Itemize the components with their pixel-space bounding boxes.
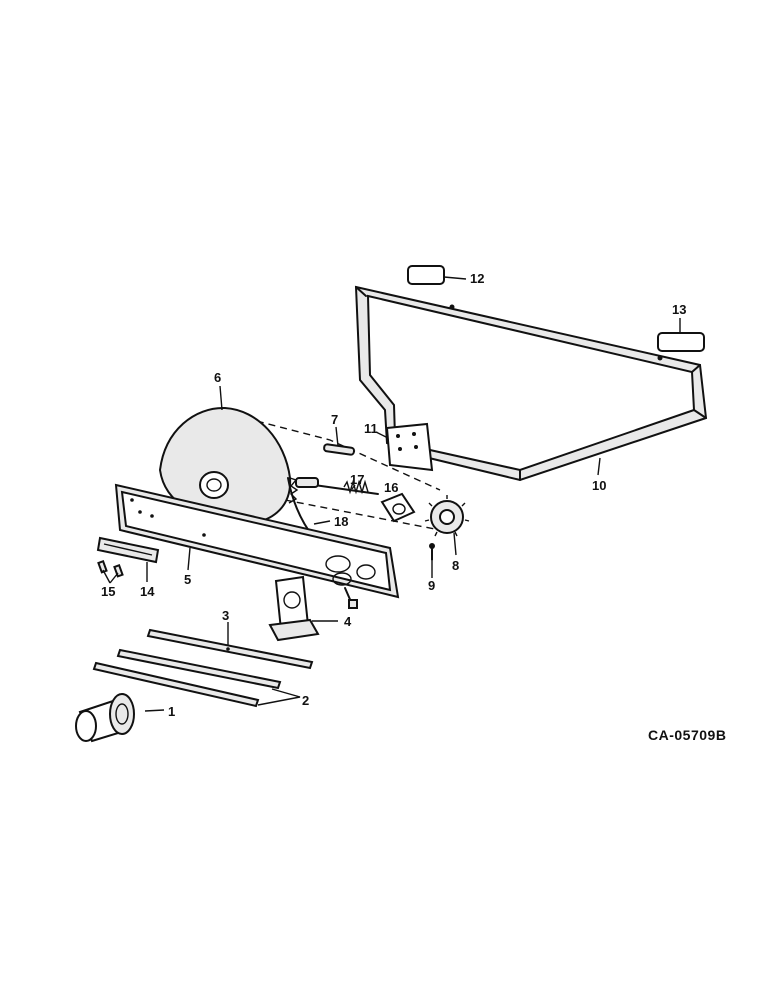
callout-11: 11 — [364, 421, 378, 436]
callout-4: 4 — [344, 614, 352, 629]
callout-1: 1 — [168, 704, 175, 719]
part-10-shield — [354, 285, 708, 482]
part-8-small-sprocket — [424, 495, 470, 537]
part-14-angle-bracket — [96, 536, 160, 564]
callout-10: 10 — [592, 478, 606, 493]
callout-2: 2 — [302, 693, 309, 708]
callout-15: 15 — [101, 584, 115, 599]
callout-18: 18 — [334, 514, 348, 529]
part-7-chain-link — [323, 443, 356, 456]
callout-7: 7 — [331, 412, 338, 427]
drawing-code: CA-05709B — [648, 727, 726, 743]
chain-path-lower — [284, 499, 441, 531]
callout-8: 8 — [452, 558, 459, 573]
callout-5: 5 — [184, 572, 191, 587]
callout-13: 13 — [672, 302, 686, 317]
part-11-bracket — [385, 422, 434, 472]
leader-lines — [102, 276, 681, 712]
part-16-bearing-flange — [380, 492, 416, 523]
callout-6: 6 — [214, 370, 221, 385]
part-12-decal — [407, 265, 445, 285]
part-1-motor — [75, 693, 135, 743]
callout-3: 3 — [222, 608, 229, 623]
part-4-mounting-bracket — [268, 575, 320, 642]
channel-bolt — [344, 587, 358, 609]
callout-16: 16 — [384, 480, 398, 495]
part-5-channel — [114, 483, 400, 599]
callout-17: 17 — [350, 472, 364, 487]
part-13-decal — [657, 332, 705, 352]
part-3-strap — [146, 628, 314, 670]
callout-12: 12 — [470, 271, 484, 286]
callout-14: 14 — [140, 584, 155, 599]
callout-9: 9 — [428, 578, 435, 593]
part-17-idler-rod — [295, 477, 379, 495]
part-2-strips — [92, 648, 282, 708]
part-9-bolt — [429, 543, 435, 561]
part-15-clips — [97, 559, 124, 578]
